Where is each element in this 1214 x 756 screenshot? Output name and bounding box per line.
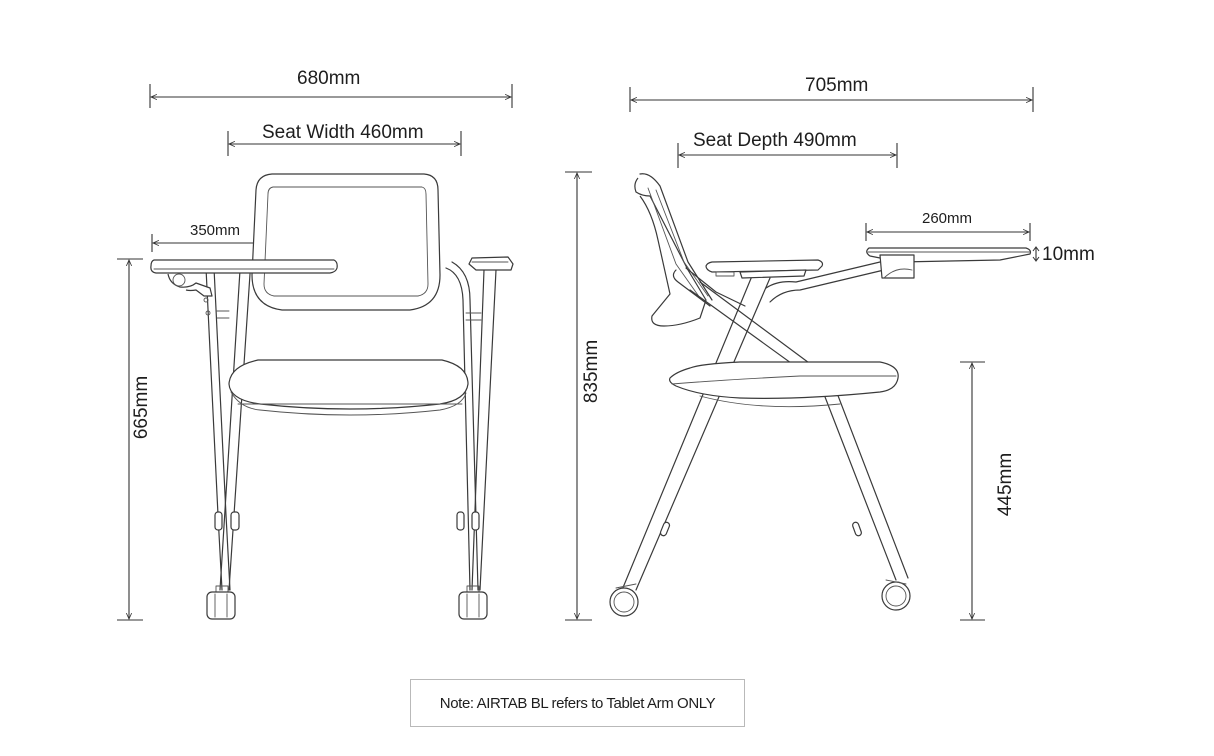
tablet-depth-label: 260mm <box>922 210 973 227</box>
tablet-thickness-label: 10mm <box>1042 244 1095 265</box>
side-view-chair <box>609 173 1032 617</box>
overall-depth-label: 705mm <box>805 75 869 96</box>
dimension-overall-depth <box>629 87 1034 112</box>
overall-height-label: 835mm <box>581 339 603 404</box>
seat-depth-label: Seat Depth 490mm <box>693 130 857 151</box>
dimension-tablet-depth <box>865 223 1031 241</box>
dimension-arm-height <box>117 258 143 621</box>
dimension-overall-height <box>565 171 592 621</box>
dimension-overall-width <box>149 84 513 108</box>
tablet-width-label: 350mm <box>190 222 241 239</box>
note-box: Note: AIRTAB BL refers to Tablet Arm ONL… <box>410 679 745 727</box>
dimension-seat-width <box>227 131 462 156</box>
dimension-seat-height <box>960 361 985 621</box>
dimension-seat-depth <box>677 143 898 168</box>
seat-width-label: Seat Width 460mm <box>262 122 424 143</box>
arm-height-label: 665mm <box>131 375 153 440</box>
note-text: Note: AIRTAB BL refers to Tablet Arm ONL… <box>439 694 716 712</box>
front-view-chair <box>150 173 514 620</box>
seat-height-label: 445mm <box>995 452 1017 517</box>
overall-width-label: 680mm <box>297 68 361 89</box>
dimension-tablet-thickness-icon <box>1032 246 1040 262</box>
